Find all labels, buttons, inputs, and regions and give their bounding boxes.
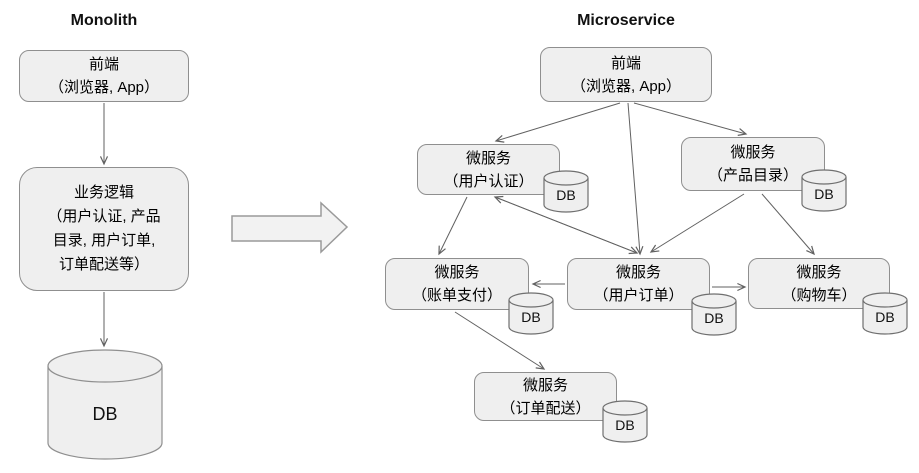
monolith-db-cylinder: DB bbox=[47, 349, 163, 461]
edge-product-catalog-to-cart bbox=[761, 193, 815, 256]
business-logic-label-line1: 业务逻辑 bbox=[73, 184, 134, 201]
monolith-frontend-node: 前端 （浏览器, App） bbox=[19, 50, 189, 102]
db-cylinder-icon bbox=[801, 169, 847, 212]
order-delivery-label-line2: （订单配送） bbox=[500, 399, 591, 417]
order-delivery-label-line1: 微服务 bbox=[522, 376, 568, 394]
edge-product-catalog-to-user-orders bbox=[649, 193, 745, 253]
shopping-cart-db-label: DB bbox=[875, 309, 895, 325]
edge-frontend-to-user-auth bbox=[494, 102, 621, 143]
db-cylinder-icon bbox=[543, 170, 589, 213]
edge-user-auth-to-billing bbox=[438, 196, 468, 256]
shopping-cart-label-line1: 微服务 bbox=[796, 263, 842, 281]
shopping-cart-label-line2: （购物车） bbox=[781, 286, 857, 304]
shopping-cart-db-cylinder: DB bbox=[862, 292, 908, 335]
service-node-user-orders: 微服务 （用户订单） bbox=[567, 258, 710, 310]
microservice-frontend-node: 前端 （浏览器, App） bbox=[540, 47, 712, 102]
db-cylinder-icon bbox=[862, 292, 908, 335]
ms-frontend-label-line1: 前端 bbox=[610, 54, 641, 72]
edge-frontend-to-product-catalog bbox=[633, 102, 748, 136]
monolith-frontend-label-line2: （浏览器, App） bbox=[48, 79, 160, 96]
db-cylinder-icon bbox=[47, 349, 163, 460]
service-node-product-catalog: 微服务 （产品目录） bbox=[681, 137, 825, 191]
business-logic-label-line2: （用户认证, 产品 bbox=[47, 208, 161, 225]
order-delivery-db-label: DB bbox=[615, 417, 635, 433]
db-cylinder-icon bbox=[691, 293, 737, 336]
db-cylinder-icon bbox=[508, 292, 554, 335]
edge-frontend-to-user-orders bbox=[627, 102, 644, 256]
ms-frontend-label-line2: （浏览器, App） bbox=[570, 77, 682, 95]
user-auth-label-line1: 微服务 bbox=[465, 149, 511, 167]
user-auth-db-label: DB bbox=[556, 187, 576, 203]
billing-payment-db-label: DB bbox=[521, 309, 541, 325]
edge-user-auth-to-user-orders bbox=[494, 196, 639, 255]
db-cylinder-icon bbox=[602, 400, 648, 443]
service-node-order-delivery: 微服务 （订单配送） bbox=[474, 372, 617, 421]
edge-billing-to-delivery bbox=[454, 311, 546, 370]
user-orders-db-cylinder: DB bbox=[691, 293, 737, 336]
user-auth-db-cylinder: DB bbox=[543, 170, 589, 213]
product-catalog-label-line1: 微服务 bbox=[730, 144, 776, 161]
monolith-db-label: DB bbox=[92, 404, 118, 424]
service-node-billing-payment: 微服务 （账单支付） bbox=[385, 258, 529, 310]
microservice-title: Microservice bbox=[577, 12, 675, 29]
order-delivery-db-cylinder: DB bbox=[602, 400, 648, 443]
user-orders-label-line1: 微服务 bbox=[615, 264, 661, 281]
product-catalog-db-cylinder: DB bbox=[801, 169, 847, 212]
user-auth-label-line2: （用户认证） bbox=[443, 172, 534, 190]
user-orders-db-label: DB bbox=[704, 310, 724, 326]
service-node-user-auth: 微服务 （用户认证） bbox=[417, 144, 560, 195]
business-logic-label-line3: 目录, 用户订单, bbox=[52, 232, 156, 249]
business-logic-label-line4: 订单配送等） bbox=[58, 256, 149, 273]
billing-payment-label-line1: 微服务 bbox=[434, 264, 480, 281]
user-orders-label-line2: （用户订单） bbox=[593, 287, 684, 304]
product-catalog-label-line2: （产品目录） bbox=[707, 167, 798, 184]
monolith-business-logic-node: 业务逻辑 （用户认证, 产品 目录, 用户订单, 订单配送等） bbox=[19, 167, 189, 291]
product-catalog-db-label: DB bbox=[814, 186, 834, 202]
billing-payment-label-line2: （账单支付） bbox=[411, 287, 502, 304]
billing-payment-db-cylinder: DB bbox=[508, 292, 554, 335]
monolith-title: Monolith bbox=[70, 12, 138, 29]
monolith-frontend-label-line1: 前端 bbox=[88, 56, 119, 73]
